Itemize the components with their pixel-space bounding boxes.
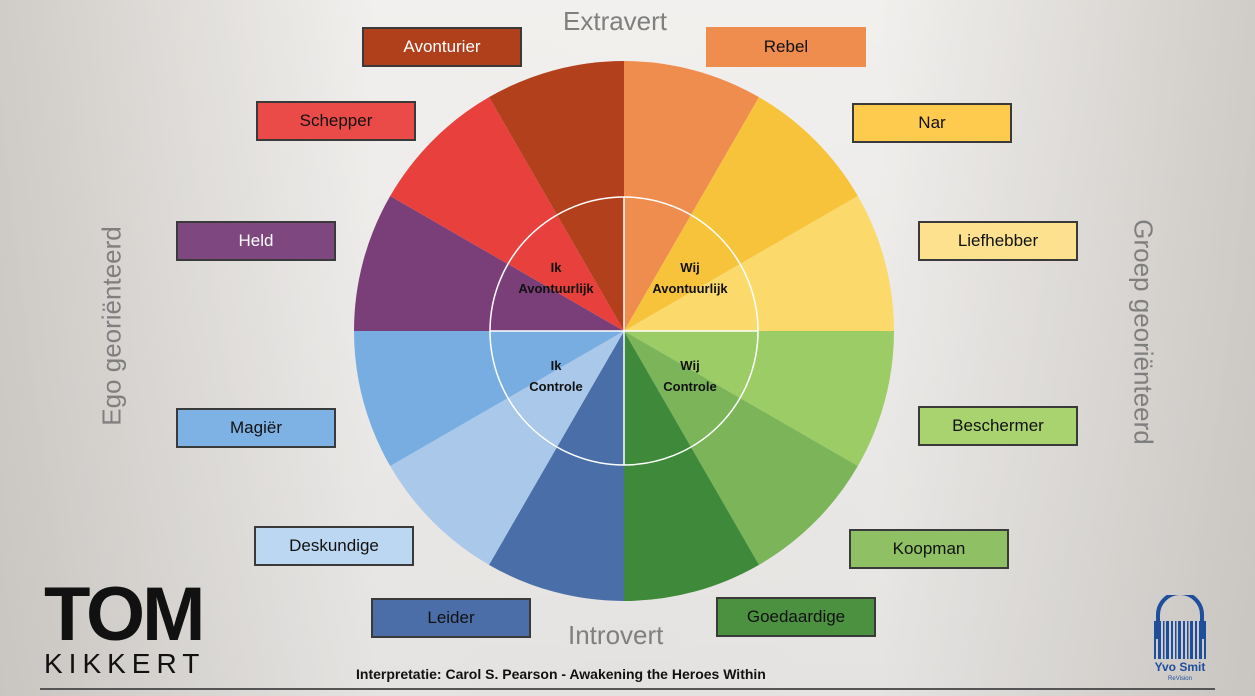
sector-liefhebber <box>624 196 894 331</box>
sector-nar <box>624 97 858 331</box>
logo-yvo-sub: ReVision <box>1168 676 1192 682</box>
quadrant-wij-avontuurlijk-line1: Wij <box>680 260 699 275</box>
tom-kikkert-logo: TOM KIKKERT <box>44 572 206 679</box>
sector-magir <box>354 331 624 466</box>
quadrant-ik-avontuurlijk-line1: Ik <box>551 260 563 275</box>
sector-beschermer <box>624 331 894 466</box>
label-beschermer: Beschermer <box>918 406 1078 446</box>
label-nar: Nar <box>852 103 1012 143</box>
quadrant-wij-controle-line1: Wij <box>680 358 699 373</box>
label-schepper: Schepper <box>256 101 416 141</box>
logo-tom-word: TOM <box>44 572 205 657</box>
sector-goedaardige <box>624 331 759 602</box>
sector-schepper <box>390 97 624 331</box>
label-koopman: Koopman <box>849 529 1009 569</box>
label-held: Held <box>176 221 336 261</box>
label-magier: Magiër <box>176 408 336 448</box>
barcode-arch-icon: Yvo Smit ReVision <box>1154 591 1206 682</box>
sector-koopman <box>624 331 858 565</box>
label-liefhebber: Liefhebber <box>918 221 1078 261</box>
quadrant-ik-controle-line1: Ik <box>551 358 563 373</box>
quadrant-wij-avontuurlijk-line2: Avontuurlijk <box>652 281 728 296</box>
footer-credit: Interpretatie: Carol S. Pearson - Awaken… <box>356 666 766 682</box>
quadrant-wij-controle-line2: Controle <box>663 379 716 394</box>
label-avonturier: Avonturier <box>362 27 522 67</box>
sector-leider <box>489 331 624 602</box>
axis-label-introvert: Introvert <box>568 620 664 650</box>
label-goedaardige: Goedaardige <box>716 597 876 637</box>
quadrant-ik-avontuurlijk-line2: Avontuurlijk <box>518 281 594 296</box>
logo-kikkert-word: KIKKERT <box>44 648 206 679</box>
sector-held <box>354 196 624 331</box>
label-rebel: Rebel <box>706 27 866 67</box>
axis-label-extravert: Extravert <box>563 6 668 36</box>
sector-deskundige <box>390 331 624 565</box>
sector-avonturier <box>489 61 624 331</box>
quadrant-ik-controle-line2: Controle <box>529 379 582 394</box>
label-deskundige: Deskundige <box>254 526 414 566</box>
logo-yvo-name: Yvo Smit <box>1155 660 1206 674</box>
footer-divider <box>40 688 1215 690</box>
label-leider: Leider <box>371 598 531 638</box>
yvo-smit-logo: Yvo Smit ReVision <box>1150 591 1210 683</box>
sector-rebel <box>624 61 759 331</box>
